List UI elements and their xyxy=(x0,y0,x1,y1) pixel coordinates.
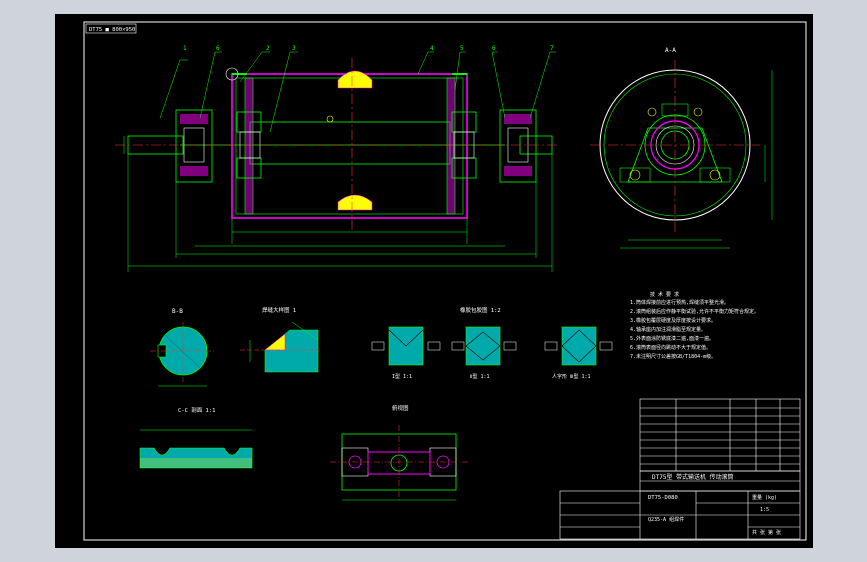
svg-text:6: 6 xyxy=(492,45,496,52)
housing-top-view: 俯视图 xyxy=(330,404,470,501)
svg-text:俯视图: 俯视图 xyxy=(392,404,409,412)
side-view xyxy=(590,60,773,249)
svg-text:2.滚筒组装后应作静平衡试验,允许不平衡力矩符合规定。: 2.滚筒组装后应作静平衡试验,允许不平衡力矩符合规定。 xyxy=(630,308,759,315)
section-view-label: A-A xyxy=(665,47,676,54)
svg-text:I型 1:1: I型 1:1 xyxy=(392,373,412,380)
svg-text:6: 6 xyxy=(216,45,220,52)
svg-text:3: 3 xyxy=(292,45,296,52)
svg-text:橡胶包胶图 1:2: 橡胶包胶图 1:2 xyxy=(460,306,501,314)
svg-text:5: 5 xyxy=(460,45,464,52)
title-block xyxy=(559,398,801,540)
svg-text:B-B: B-B xyxy=(172,308,183,315)
svg-text:1: 1 xyxy=(183,45,187,52)
drawing-number: DT75-D080 xyxy=(648,495,678,501)
svg-text:6.滚筒表面径向跳动不大于规定值。: 6.滚筒表面径向跳动不大于规定值。 xyxy=(630,344,711,351)
svg-text:7.未注明尺寸公差按GB/T1804-m级。: 7.未注明尺寸公差按GB/T1804-m级。 xyxy=(630,353,716,360)
cc-section: C-C 剖面 1:1 xyxy=(139,406,253,469)
shaft-section: B-B xyxy=(150,308,216,387)
main-view xyxy=(115,51,560,272)
svg-text:Ⅱ型 1:1: Ⅱ型 1:1 xyxy=(470,373,490,380)
drawing-material: Q235-A 组焊件 xyxy=(648,516,684,523)
corner-tag: DT75 ■ 800×950 xyxy=(89,27,135,33)
drawing-weight: 重量 (kg) xyxy=(752,494,777,501)
technical-notes: 技 术 要 求 1.筒体焊接前应进行预热,焊缝须平整光滑。 2.滚筒组装后应作静… xyxy=(630,291,759,360)
svg-text:技 术 要 求: 技 术 要 求 xyxy=(650,291,679,298)
svg-text:4: 4 xyxy=(430,45,434,52)
part-number-labels: 1 6 2 3 4 5 6 7 xyxy=(183,45,554,52)
svg-text:人字形 Ⅲ型 1:1: 人字形 Ⅲ型 1:1 xyxy=(552,373,591,380)
drawing-scale: 1:5 xyxy=(760,507,769,513)
svg-text:2: 2 xyxy=(266,45,270,52)
lagging-details: 橡胶包胶图 1:2 I型 1:1 Ⅱ型 1:1 人字形 Ⅲ型 1:1 xyxy=(371,306,613,380)
svg-text:7: 7 xyxy=(550,45,554,52)
drawing-title: DT75型 带式输送机 传动滚筒 xyxy=(652,473,734,481)
svg-text:3.橡胶包覆层硬度及厚度按设计要求。: 3.橡胶包覆层硬度及厚度按设计要求。 xyxy=(630,317,716,324)
svg-text:焊缝大样图 1: 焊缝大样图 1 xyxy=(262,306,296,314)
drawing-sheet: 共 张 第 张 xyxy=(752,529,781,536)
svg-text:4.轴承座内加注润滑脂至规定量。: 4.轴承座内加注润滑脂至规定量。 xyxy=(630,326,706,333)
svg-text:5.外表面涂防锈底漆二遍,面漆一遍。: 5.外表面涂防锈底漆二遍,面漆一遍。 xyxy=(630,335,714,342)
svg-text:1.筒体焊接前应进行预热,焊缝须平整光滑。: 1.筒体焊接前应进行预热,焊缝须平整光滑。 xyxy=(630,299,729,306)
weld-detail: 焊缝大样图 1 xyxy=(240,306,320,373)
svg-text:C-C 剖面 1:1: C-C 剖面 1:1 xyxy=(178,406,216,414)
